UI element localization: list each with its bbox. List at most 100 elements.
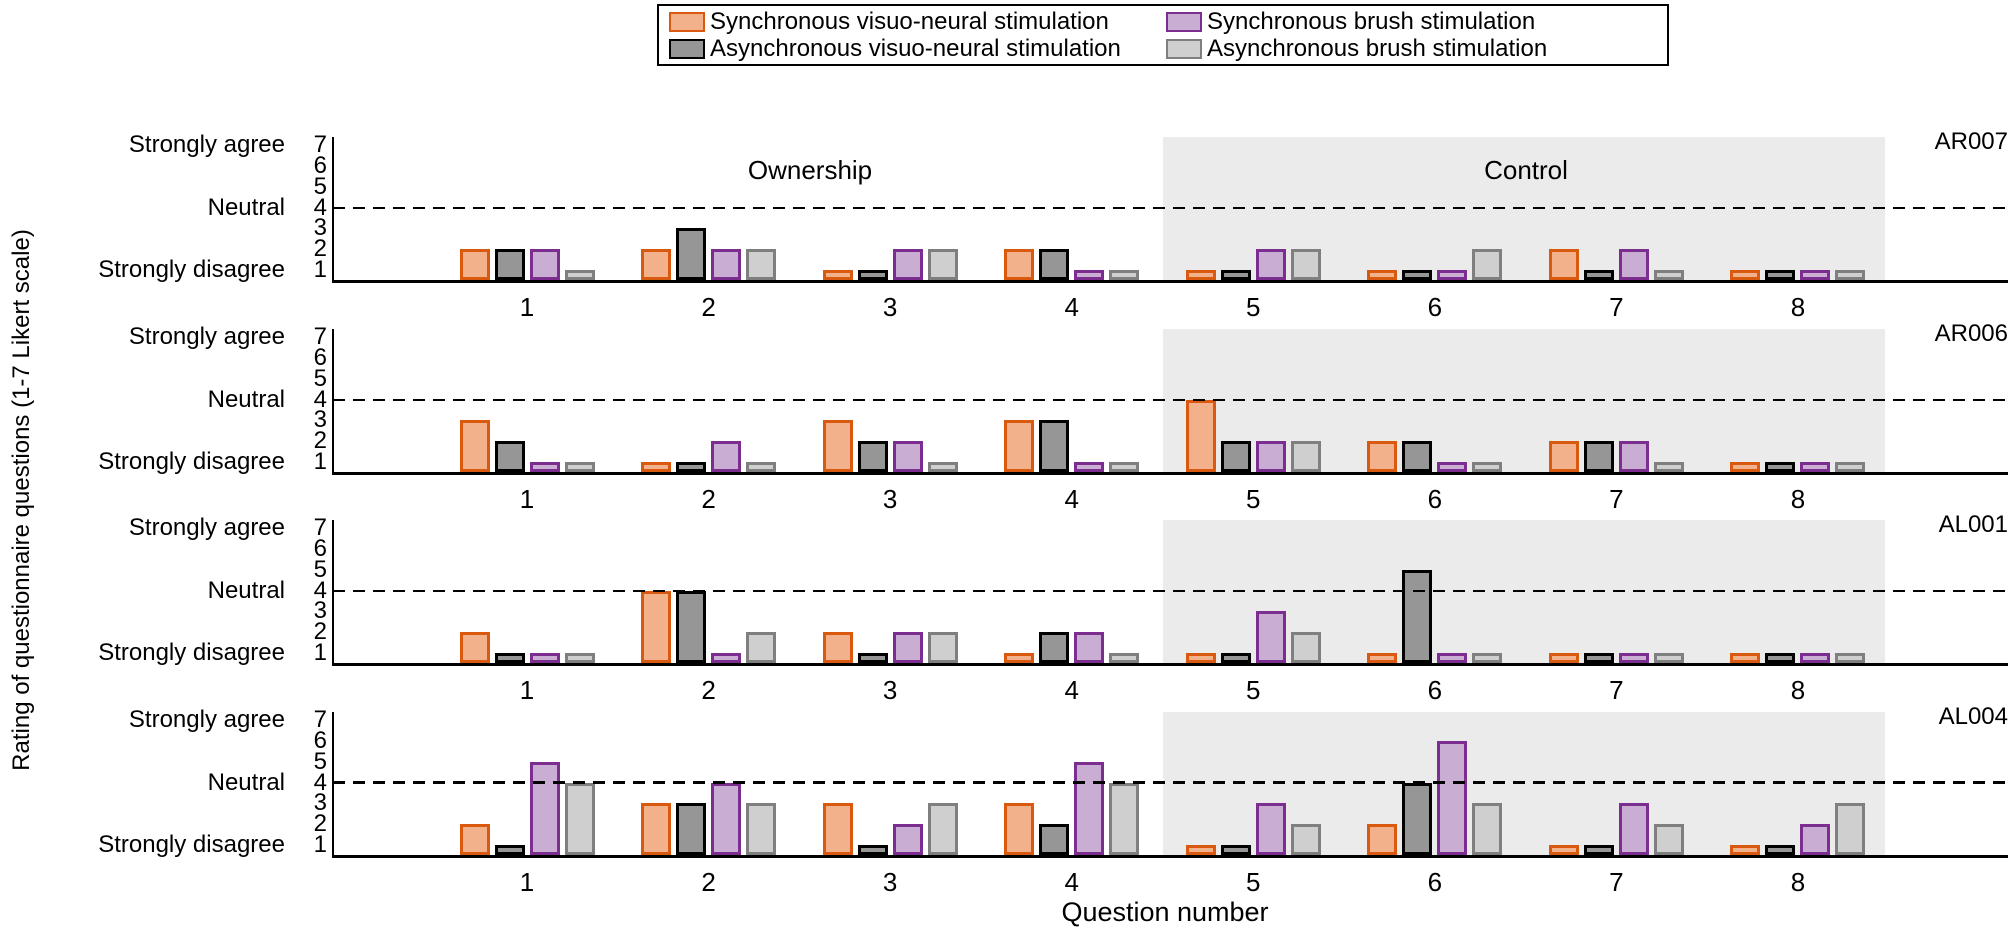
bar-AL001-q1-async_brush <box>564 652 595 663</box>
bar-AL004-q7-async_vn <box>1583 844 1614 855</box>
legend-label: Asynchronous visuo-neural stimulation <box>710 34 1121 62</box>
y-tick-label: 3 <box>313 789 327 817</box>
bar-AL004-q8-sync_vn <box>1730 844 1761 855</box>
legend-label: Synchronous brush stimulation <box>1207 7 1536 35</box>
bar-AL001-q8-sync_brush <box>1800 652 1831 663</box>
bar-AL001-q2-sync_vn <box>641 590 672 663</box>
y-tick-label: 1 <box>313 447 327 475</box>
bar-AL004-q8-sync_brush <box>1800 823 1831 855</box>
bar-AR006-q2-sync_vn <box>641 461 672 472</box>
bar-AL001-q6-async_vn <box>1402 569 1433 663</box>
y-tick-label: 2 <box>313 426 327 454</box>
y-tick-annotation: Neutral <box>207 768 285 796</box>
legend-item-async_brush: Asynchronous brush stimulation <box>1166 36 1661 61</box>
bar-AR007-q5-sync_brush <box>1255 248 1286 280</box>
y-tick-label: 7 <box>313 131 327 159</box>
bar-AL001-q7-async_vn <box>1583 652 1614 663</box>
y-tick-annotation: Strongly disagree <box>98 638 285 666</box>
bar-AR007-q3-async_brush <box>927 248 958 280</box>
bar-AR006-q5-sync_brush <box>1255 440 1286 472</box>
subplot-id-label: AL001 <box>1938 511 2008 538</box>
bar-AR007-q8-sync_brush <box>1800 269 1831 280</box>
y-tick-annotation: Neutral <box>207 576 285 604</box>
y-tick-annotation: Strongly disagree <box>98 255 285 283</box>
y-tick-annotation: Strongly agree <box>128 514 285 542</box>
bar-AR007-q4-sync_vn <box>1004 248 1035 280</box>
bar-AR007-q4-async_brush <box>1109 269 1140 280</box>
subplot-id-label: AR007 <box>1934 128 2008 155</box>
bar-AR006-q7-async_vn <box>1583 440 1614 472</box>
bar-AL001-q3-sync_vn <box>822 631 853 663</box>
bar-AR006-q3-sync_vn <box>822 420 853 472</box>
bar-AL004-q1-async_vn <box>494 844 525 855</box>
bar-AL004-q6-sync_brush <box>1437 741 1468 855</box>
x-tick-label: 7 <box>1609 675 1624 705</box>
y-tick-label: 3 <box>313 214 327 242</box>
bar-AR006-q6-async_brush <box>1472 461 1503 472</box>
bar-AL004-q7-sync_vn <box>1548 844 1579 855</box>
x-tick-label: 5 <box>1246 484 1261 514</box>
bar-AR007-q6-async_vn <box>1402 269 1433 280</box>
x-axis-line <box>332 280 2008 283</box>
x-tick-label: 1 <box>519 484 535 514</box>
bar-AR007-q7-async_vn <box>1583 269 1614 280</box>
x-tick-label: 6 <box>1427 292 1443 322</box>
bar-AR007-q7-sync_brush <box>1618 248 1649 280</box>
bar-AR007-q3-sync_vn <box>822 269 853 280</box>
bar-AL001-q6-sync_vn <box>1367 652 1398 663</box>
x-axis-line <box>332 472 2008 475</box>
y-tick-label: 5 <box>313 555 327 583</box>
bar-AR007-q6-async_brush <box>1472 248 1503 280</box>
y-tick-label: 6 <box>313 344 327 372</box>
bar-AR006-q4-async_brush <box>1109 461 1140 472</box>
bar-AR007-q2-sync_brush <box>711 248 742 280</box>
x-tick-label: 1 <box>519 867 535 897</box>
y-tick-label: 6 <box>313 152 327 180</box>
x-tick-label: 5 <box>1246 292 1261 322</box>
bar-AL001-q3-async_brush <box>927 631 958 663</box>
bar-AL001-q3-async_vn <box>857 652 888 663</box>
y-tick-label: 3 <box>313 406 327 434</box>
bar-AR006-q8-async_vn <box>1765 461 1796 472</box>
x-tick-label: 4 <box>1064 675 1079 705</box>
bar-AL004-q6-async_vn <box>1402 782 1433 855</box>
subplot-id-label: AL004 <box>1938 703 2008 730</box>
y-tick-label: 2 <box>313 617 327 645</box>
y-tick-label: 5 <box>313 364 327 392</box>
x-tick-label: 7 <box>1609 292 1624 322</box>
bar-AL004-q2-async_brush <box>746 803 777 855</box>
legend-swatch-sync_vn <box>669 11 705 32</box>
y-axis-line <box>332 712 334 855</box>
bar-AR006-q4-sync_vn <box>1004 420 1035 472</box>
x-tick-label: 5 <box>1246 867 1261 897</box>
bar-AR006-q8-sync_vn <box>1730 461 1761 472</box>
bar-AR006-q3-async_brush <box>927 461 958 472</box>
y-tick-label: 2 <box>313 234 327 262</box>
bar-AL004-q5-async_vn <box>1220 844 1251 855</box>
bar-AL001-q7-async_brush <box>1653 652 1684 663</box>
bar-AL001-q8-async_brush <box>1835 652 1866 663</box>
bar-AR006-q1-sync_vn <box>459 420 490 472</box>
x-tick-label: 7 <box>1609 484 1624 514</box>
y-axis-line <box>332 329 334 472</box>
y-tick-label: 4 <box>313 193 327 221</box>
bar-AL001-q1-async_vn <box>494 652 525 663</box>
y-tick-annotation: Strongly agree <box>128 131 285 159</box>
bar-AR006-q4-async_vn <box>1039 420 1070 472</box>
x-axis-line <box>332 663 2008 666</box>
neutral-dashed-line <box>333 398 2008 401</box>
y-tick-annotation: Strongly disagree <box>98 447 285 475</box>
x-tick-label: 1 <box>519 292 535 322</box>
bar-AR007-q1-async_brush <box>564 269 595 280</box>
y-tick-annotation: Strongly agree <box>128 323 285 351</box>
x-tick-label: 1 <box>519 675 535 705</box>
bar-AR006-q7-sync_brush <box>1618 440 1649 472</box>
bar-AR007-q1-sync_brush <box>529 248 560 280</box>
bar-AL001-q2-sync_brush <box>711 652 742 663</box>
y-tick-label: 4 <box>313 576 327 604</box>
y-tick-label: 2 <box>313 809 327 837</box>
bar-AR006-q4-sync_brush <box>1074 461 1105 472</box>
bar-AR006-q2-async_brush <box>746 461 777 472</box>
bar-AL001-q1-sync_brush <box>529 652 560 663</box>
